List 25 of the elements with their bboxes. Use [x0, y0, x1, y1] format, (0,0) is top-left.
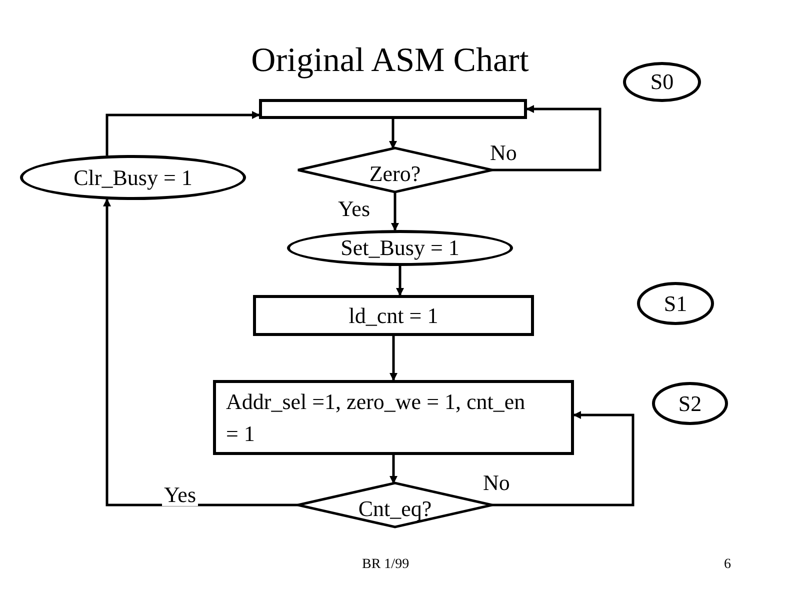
- action-box: [213, 380, 574, 455]
- action-box: [259, 99, 527, 119]
- chart-title: Original ASM Chart: [250, 42, 530, 80]
- arrow: [396, 266, 404, 296]
- node-text: Zero?: [369, 160, 421, 188]
- action-box: [253, 295, 534, 336]
- node-text: S2: [678, 390, 702, 418]
- arrow: [103, 198, 298, 506]
- arrow: [389, 119, 397, 149]
- node-text: Cnt_eq?: [358, 495, 432, 524]
- node-text: Clr_Busy = 1: [74, 164, 192, 192]
- arrow: [390, 336, 398, 381]
- decision-diamond: [298, 148, 492, 192]
- node-text: Addr_sel =1, zero_we = 1, cnt_en = 1: [226, 388, 526, 448]
- arrow: [106, 111, 260, 156]
- node-text: S1: [664, 290, 688, 318]
- footer-note: BR 1/99: [362, 557, 410, 573]
- arrow: [391, 192, 399, 232]
- arrow: [492, 105, 602, 172]
- node-text: ld_cnt = 1: [348, 302, 438, 330]
- node-text: Set_Busy = 1: [340, 234, 460, 262]
- page-number: 6: [724, 557, 731, 573]
- arrow: [390, 455, 398, 484]
- node-text: S0: [650, 68, 674, 96]
- arrow: [492, 411, 634, 506]
